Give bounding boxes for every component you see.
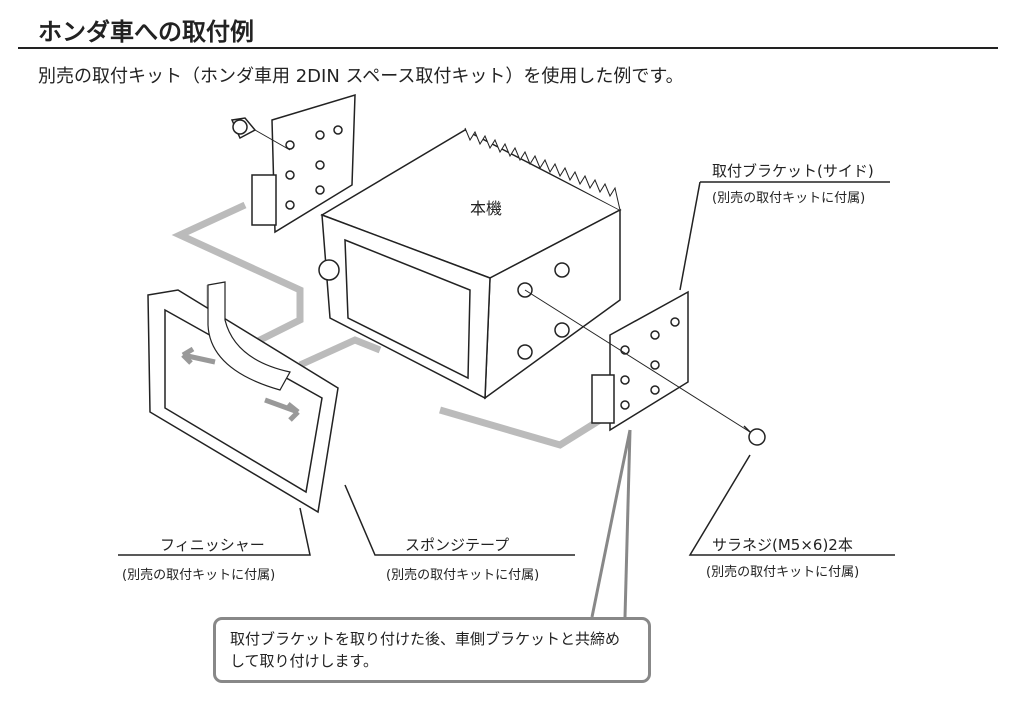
head-unit bbox=[318, 127, 622, 400]
bracket-label: 取付ブラケット(サイド) bbox=[712, 162, 874, 180]
sponge-note: (別売の取付キットに付属) bbox=[386, 568, 540, 583]
screw-icon bbox=[743, 425, 766, 446]
finisher-label: フィニッシャー bbox=[160, 536, 265, 554]
bracket-note: (別売の取付キットに付属) bbox=[712, 191, 866, 206]
unit-screen bbox=[344, 238, 471, 380]
title-divider bbox=[18, 47, 998, 49]
screw-label: サラネジ(M5×6)2本 bbox=[712, 536, 853, 554]
unit-label: 本機 bbox=[470, 199, 503, 218]
page-title: ホンダ車への取付例 bbox=[38, 18, 254, 46]
callout-note: 取付ブラケットを取り付けた後、車側ブラケットと共締めして取り付けします。 bbox=[213, 617, 651, 683]
bracket-left bbox=[251, 93, 356, 234]
finisher-note: (別売の取付キットに付属) bbox=[122, 568, 276, 583]
finisher bbox=[147, 281, 339, 514]
unit-knob bbox=[318, 259, 340, 281]
page-subtitle: 別売の取付キット（ホンダ車用 2DIN スペース取付キット）を使用した例です。 bbox=[38, 66, 684, 87]
bracket-right bbox=[591, 290, 689, 432]
sponge-label: スポンジテープ bbox=[405, 536, 510, 554]
screw-icon bbox=[230, 117, 257, 140]
sponge-tape bbox=[207, 281, 291, 391]
screw-note: (別売の取付キットに付属) bbox=[706, 565, 860, 580]
